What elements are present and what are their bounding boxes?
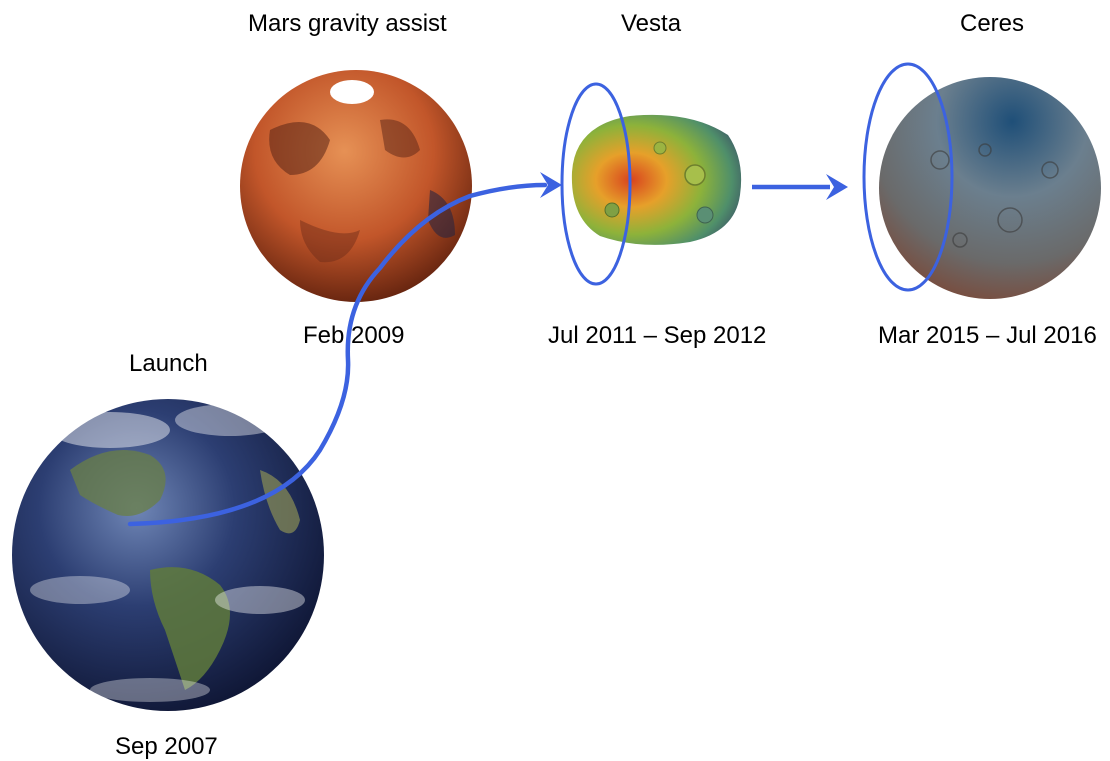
ceres-date: Mar 2015 – Jul 2016 [878, 322, 1097, 349]
vesta-image [571, 114, 742, 245]
ceres-title: Ceres [960, 10, 1025, 37]
launch-date: Sep 2007 [115, 733, 218, 760]
ceres-orbit-ring [862, 62, 954, 292]
earth-image [12, 399, 324, 711]
trajectory-arrow [127, 182, 548, 527]
mars-image [240, 70, 472, 302]
ceres-image [879, 77, 1101, 299]
vesta-title: Vesta [621, 10, 682, 37]
trajectory-arrow-head [540, 172, 562, 198]
arrow-icon [826, 174, 848, 200]
mars-title: Mars gravity assist [248, 10, 447, 37]
vesta-orbit-ring [560, 82, 632, 286]
vesta-date: Jul 2011 – Sep 2012 [548, 322, 767, 349]
launch-title: Launch [129, 350, 208, 377]
mars-date: Feb 2009 [303, 322, 405, 349]
